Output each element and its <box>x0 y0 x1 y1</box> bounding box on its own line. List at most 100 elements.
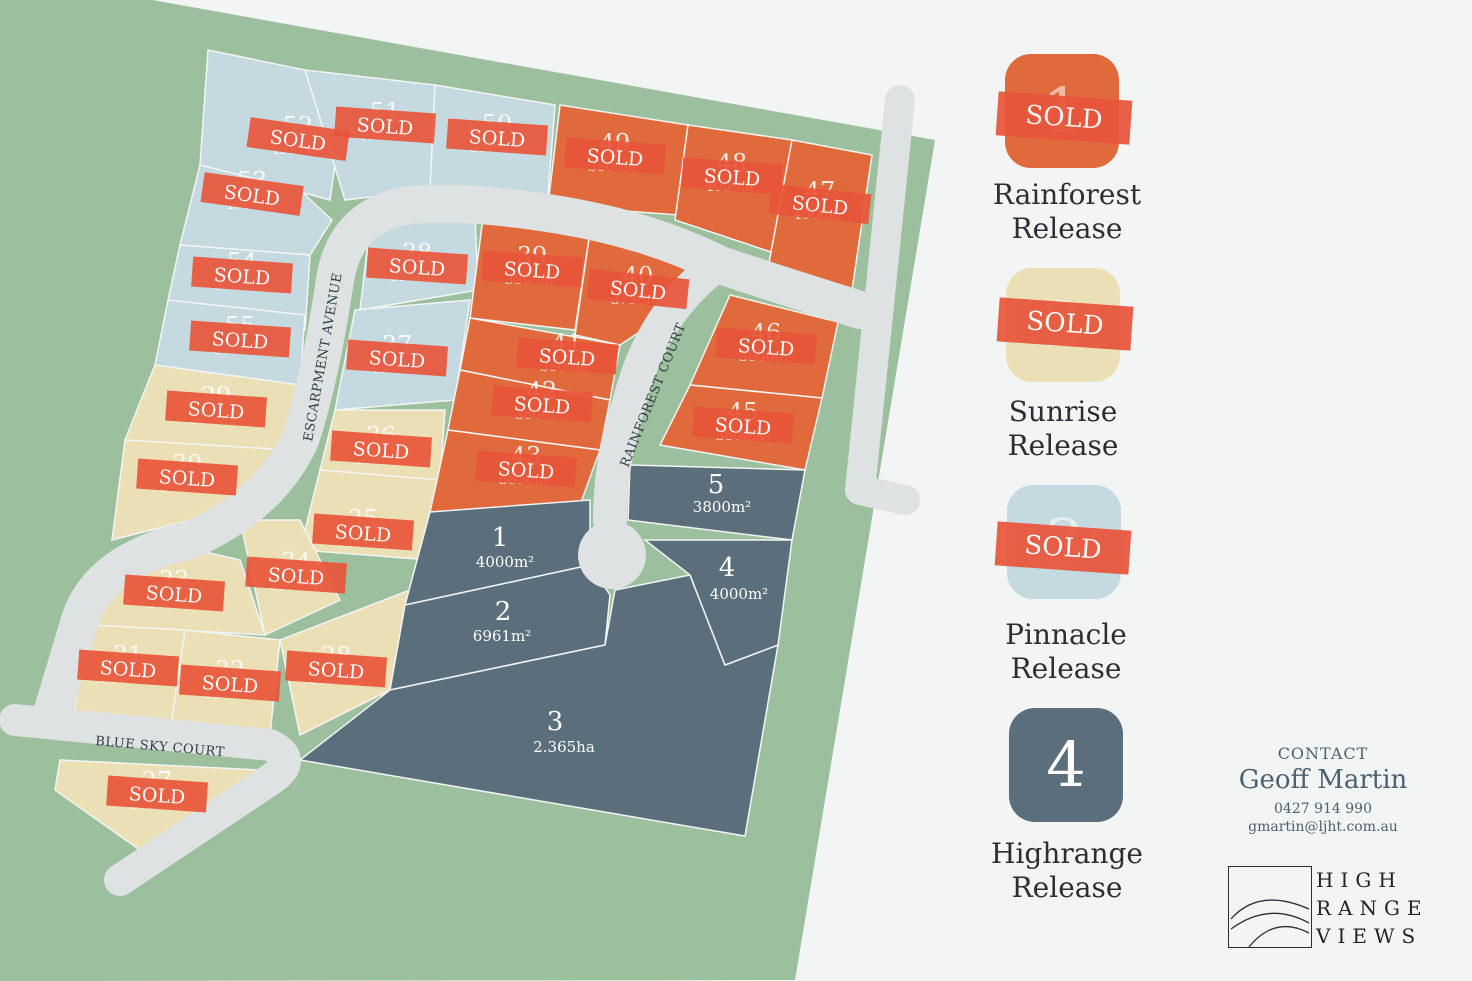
sold-banner <box>346 339 448 377</box>
sold-banner <box>715 327 817 365</box>
sold-lot-47[interactable]: 474000m²SOLD <box>768 177 872 225</box>
legend-sold-banner: SOLD <box>994 521 1132 575</box>
sold-lot-42[interactable]: 423800m²SOLD <box>491 377 593 423</box>
sold-label: SOLD <box>267 564 325 590</box>
legend-label-highrange: Highrange Release <box>957 837 1177 905</box>
sold-lot-37[interactable]: 374000m²SOLD <box>346 331 448 377</box>
sold-banner <box>491 385 593 423</box>
sold-banner <box>334 106 436 144</box>
sold-lot-53[interactable]: 534000m²SOLD <box>200 167 304 216</box>
sold-lot-46[interactable]: 463800m²SOLD <box>715 319 817 365</box>
sold-lot-34[interactable]: 343597m²SOLD <box>245 548 347 594</box>
sold-label: SOLD <box>356 114 414 140</box>
sold-label: SOLD <box>211 328 269 354</box>
hills-icon <box>1230 899 1310 948</box>
sold-lot-48[interactable]: 484000m²SOLD <box>681 149 783 195</box>
sold-label: SOLD <box>201 672 259 698</box>
sold-lot-31[interactable]: 313500m²SOLD <box>77 641 179 687</box>
legend-sold-banner: SOLD <box>995 91 1133 145</box>
sold-banner <box>330 430 432 468</box>
sold-label: SOLD <box>368 347 426 373</box>
logo-words: HIGH RANGE VIEWS <box>1316 866 1429 950</box>
sold-banner <box>123 574 225 612</box>
sold-banner <box>768 183 872 225</box>
sold-lot-28[interactable]: 283685m²SOLD <box>285 642 387 688</box>
sold-label: SOLD <box>99 657 157 683</box>
sold-banner <box>106 775 208 813</box>
sold-banner <box>245 556 347 594</box>
sold-lot-41[interactable]: 413800m²SOLD <box>516 329 618 375</box>
sold-lot-40[interactable]: 403738m²SOLD <box>586 262 690 310</box>
sold-banner <box>564 137 666 175</box>
sold-label: SOLD <box>158 466 216 492</box>
sold-lot-38[interactable]: 383968m²SOLD <box>366 239 468 285</box>
sold-lot-33[interactable]: 333600m²SOLD <box>123 566 225 612</box>
contact-block: CONTACT Geoff Martin 0427 914 990 gmarti… <box>1218 744 1428 835</box>
logo-mark <box>1228 866 1312 948</box>
sold-label: SOLD <box>538 345 596 371</box>
logo-line-2: RANGE <box>1316 896 1429 920</box>
sold-lot-49[interactable]: 493800m²SOLD <box>564 129 666 175</box>
legend-label-line1: Rainforest <box>992 178 1142 211</box>
sold-lot-36[interactable]: 364000m²SOLD <box>330 422 432 468</box>
sold-lot-50[interactable]: 503998m²SOLD <box>446 110 548 156</box>
legend-label-line2: Release <box>1010 652 1122 685</box>
sold-label: SOLD <box>145 582 203 608</box>
contact-phone[interactable]: 0427 914 990 <box>1274 801 1372 817</box>
sold-banner <box>475 450 577 488</box>
legend-label-sunrise: Sunrise Release <box>953 395 1173 463</box>
lot-area: 4000m² <box>710 585 768 603</box>
high-range-views-logo: HIGH RANGE VIEWS <box>1228 866 1428 948</box>
sold-banner <box>136 458 238 496</box>
sold-lot-51[interactable]: 514000m²SOLD <box>334 98 436 144</box>
sold-banner <box>246 117 350 161</box>
sold-banner <box>200 172 304 216</box>
sold-lot-54[interactable]: 543700m²SOLD <box>191 248 293 294</box>
legend-number: 4 <box>1046 728 1086 801</box>
sold-label: SOLD <box>307 658 365 684</box>
sold-banner <box>516 337 618 375</box>
rainforest-court-cul-de-sac <box>578 521 646 589</box>
sold-lot-55[interactable]: 553700m²SOLD <box>189 312 291 358</box>
lot-area: 4000m² <box>476 553 534 571</box>
lot-4-shape <box>642 539 793 666</box>
legend-label-line1: Pinnacle <box>1005 618 1127 651</box>
sold-lot-27[interactable]: 273714m²SOLD <box>106 767 208 813</box>
contact-email[interactable]: gmartin@ljht.com.au <box>1248 819 1398 835</box>
sold-lot-32[interactable]: 323490m²SOLD <box>179 656 281 702</box>
sold-label: SOLD <box>737 335 795 361</box>
lot-number: 3 <box>547 707 564 737</box>
sold-lot-39[interactable]: 393800m²SOLD <box>481 242 583 288</box>
sold-lots-layer: 524997m²SOLD514000m²SOLD503998m²SOLD 4938… <box>77 98 872 813</box>
sold-label: SOLD <box>388 255 446 281</box>
sold-label: SOLD <box>714 414 772 440</box>
lot-area: 2.365ha <box>533 738 595 756</box>
lot-2-shape <box>389 564 611 691</box>
sold-lot-35[interactable]: 354411m²SOLD <box>312 505 414 551</box>
sold-lot-30[interactable]: 303756m²SOLD <box>136 450 238 496</box>
legend-label-pinnacle: Pinnacle Release <box>956 618 1176 686</box>
sold-lot-45[interactable]: 453800m²SOLD <box>692 398 794 444</box>
sold-label: SOLD <box>128 783 186 809</box>
sold-banner <box>681 157 783 195</box>
east-road <box>845 85 920 515</box>
legend-label-rainforest: Rainforest Release <box>957 178 1177 246</box>
lot-number: 1 <box>492 523 509 553</box>
lot-area: 3800m² <box>693 498 751 516</box>
sold-lot-29[interactable]: 293700m²SOLD <box>165 382 267 428</box>
lot-number: 4 <box>719 553 736 583</box>
sold-lot-43[interactable]: 433838m²SOLD <box>475 442 577 488</box>
blue-sky-court-road <box>0 704 301 896</box>
sold-banner <box>189 320 291 358</box>
sold-banner <box>586 268 690 310</box>
sold-banner <box>165 390 267 428</box>
lot-5-shape <box>627 464 806 541</box>
sold-label: SOLD <box>513 393 571 419</box>
sold-lot-52[interactable]: 524997m²SOLD <box>246 112 350 161</box>
sold-banner <box>285 650 387 688</box>
sold-banner <box>312 513 414 551</box>
sold-banner <box>366 247 468 285</box>
legend-swatch-highrange: 4 <box>1009 708 1123 822</box>
